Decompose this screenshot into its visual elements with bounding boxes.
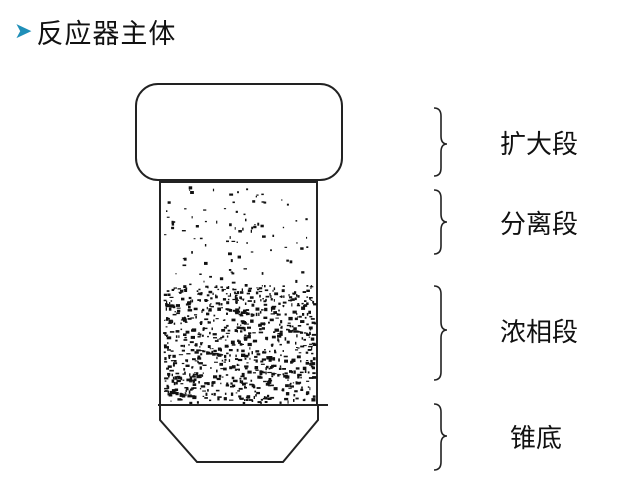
label-dense: 浓相段 (500, 318, 579, 348)
label-expansion: 扩大段 (500, 130, 579, 160)
expansion-section-shape (135, 83, 343, 181)
dense-bed-particles (163, 285, 317, 406)
label-separation: 分离段 (500, 210, 579, 240)
brace-cone (433, 403, 448, 471)
bullet-arrow-icon: ➤ (14, 18, 33, 44)
brace-separation (433, 189, 448, 255)
label-cone: 锥底 (510, 424, 563, 454)
separation-particles (164, 186, 309, 287)
cone-bottom-shape (159, 405, 319, 463)
page-title: ➤ 反应器主体 (14, 18, 177, 50)
brace-dense (433, 285, 448, 381)
brace-expansion (433, 107, 448, 177)
